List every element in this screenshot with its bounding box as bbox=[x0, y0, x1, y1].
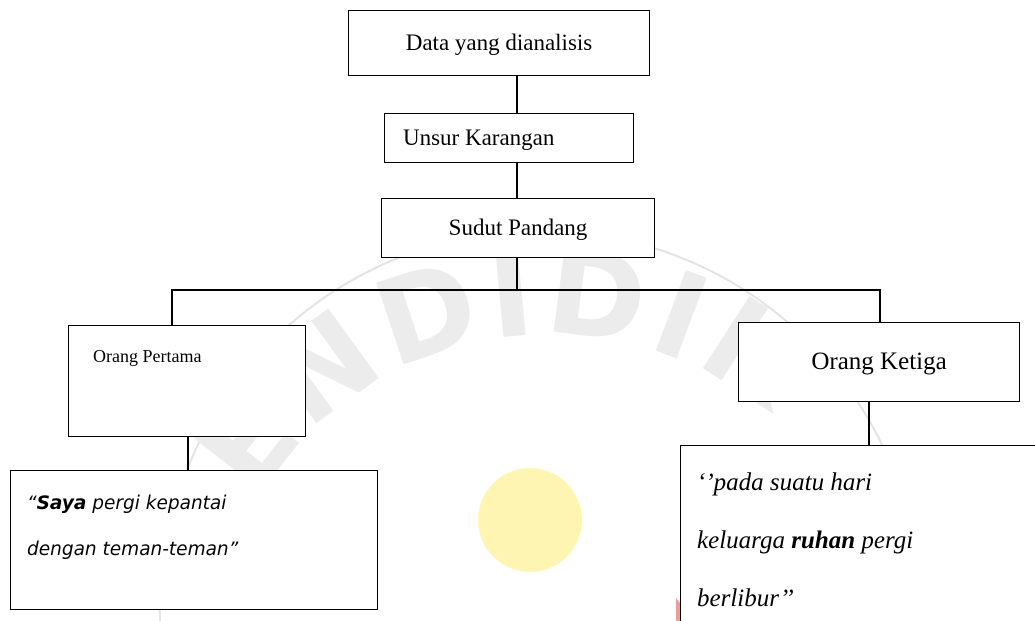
quote-line: “Saya pergi kepantai bbox=[27, 493, 227, 514]
quote-line: keluarga ruhan pergi bbox=[697, 527, 914, 554]
watermark-yellow-dot bbox=[478, 468, 582, 572]
node-data-yang-dianalisis: Data yang dianalisis bbox=[348, 10, 650, 76]
connector-data-unsur bbox=[516, 76, 518, 113]
quote-orang-pertama: “Saya pergi kepantai dengan teman-teman” bbox=[10, 470, 378, 610]
node-sudut-pandang: Sudut Pandang bbox=[381, 198, 655, 258]
connector-pertama-quote bbox=[187, 437, 189, 470]
node-label: Sudut Pandang bbox=[448, 215, 588, 240]
node-unsur-karangan: Unsur Karangan bbox=[384, 113, 634, 163]
quote-highlight: Saya bbox=[36, 493, 87, 514]
node-label: Orang Ketiga bbox=[811, 348, 947, 375]
node-orang-ketiga: Orang Ketiga bbox=[738, 322, 1020, 402]
quote-highlight: ruhan bbox=[791, 527, 856, 554]
connector-unsur-sudut bbox=[516, 163, 518, 198]
connector-branch-horizontal bbox=[171, 289, 881, 291]
node-label: Data yang dianalisis bbox=[405, 30, 593, 55]
node-label: Unsur Karangan bbox=[403, 125, 555, 150]
quote-line: berlibur’’ bbox=[697, 585, 794, 612]
connector-sudut-branch bbox=[516, 258, 518, 290]
node-label: Orang Pertama bbox=[93, 346, 202, 366]
node-orang-pertama: Orang Pertama bbox=[68, 325, 306, 437]
connector-branch-right bbox=[879, 289, 881, 322]
quote-line: ‘’pada suatu hari bbox=[697, 469, 872, 496]
connector-branch-left bbox=[171, 289, 173, 325]
connector-ketiga-quote bbox=[868, 402, 870, 445]
quote-line: dengan teman-teman” bbox=[27, 539, 239, 560]
quote-orang-ketiga: ‘’pada suatu hari keluarga ruhan pergi b… bbox=[680, 445, 1035, 621]
